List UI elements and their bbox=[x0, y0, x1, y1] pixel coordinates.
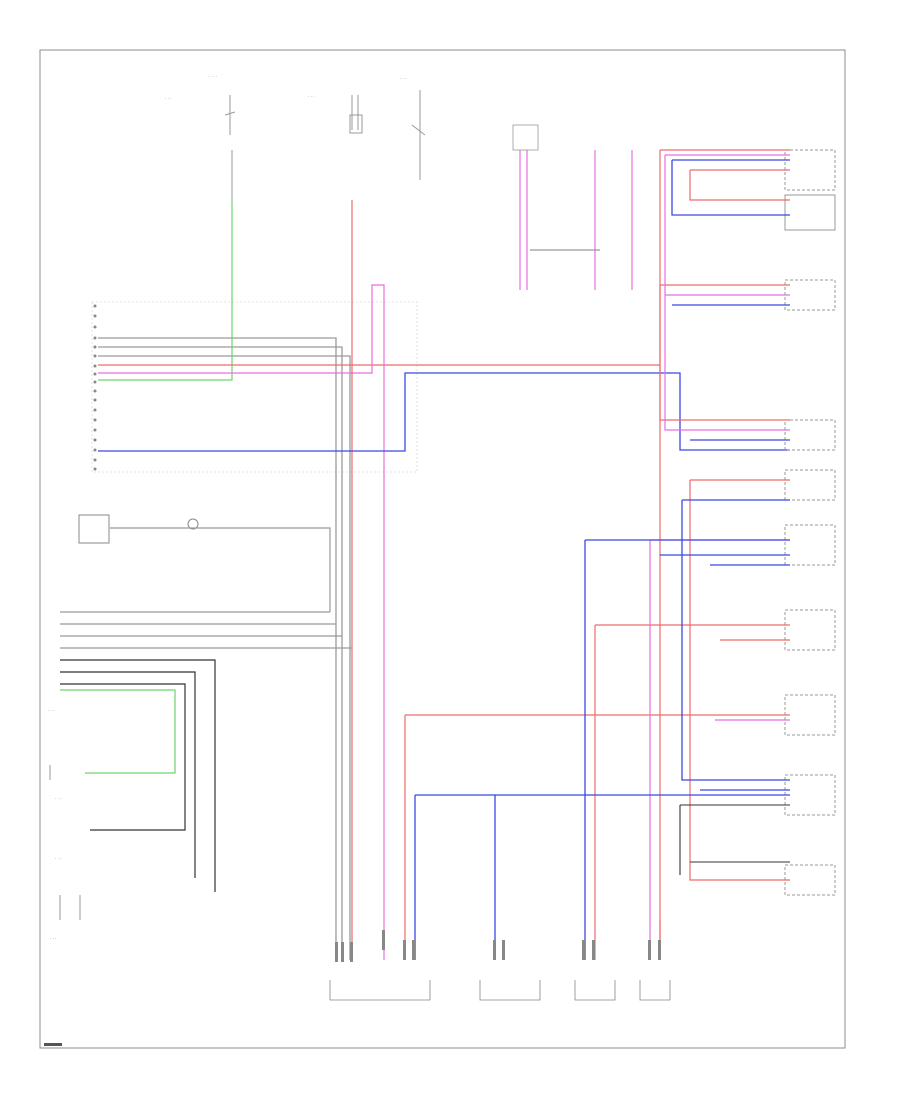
pink-wire-main bbox=[98, 284, 385, 960]
right-red-wires bbox=[404, 149, 790, 960]
svg-text:ᐧ ᐧ ᐧ: ᐧ ᐧ ᐧ bbox=[308, 95, 314, 100]
svg-text:ᐧ ᐧ ᐧ ᐧ: ᐧ ᐧ ᐧ ᐧ bbox=[208, 75, 217, 80]
left-mid-connector bbox=[78, 514, 110, 544]
data-link-connector bbox=[91, 301, 418, 473]
lower-left-components bbox=[49, 765, 81, 920]
dlc-gray-lines bbox=[98, 337, 351, 960]
lower-left-labels: ᐧ ᐧ ᐧ ᐧ ᐧ ᐧ ᐧ ᐧ ᐧ ᐧ ᐧ ᐧ bbox=[48, 709, 61, 942]
svg-text:ᐧ ᐧ ᐧ: ᐧ ᐧ ᐧ bbox=[165, 97, 171, 102]
bottom-connectors bbox=[335, 930, 661, 962]
green-wire-dlc bbox=[98, 200, 233, 381]
right-black-wires bbox=[679, 804, 790, 875]
right-modules bbox=[784, 149, 836, 896]
svg-text:ᐧ ᐧ ᐧ: ᐧ ᐧ ᐧ bbox=[48, 709, 54, 714]
lower-left-bundle bbox=[60, 611, 352, 892]
corner-mark bbox=[44, 1043, 62, 1046]
top-center-wires bbox=[519, 150, 633, 290]
blue-wire-main bbox=[98, 372, 790, 452]
svg-text:ᐧ ᐧ ᐧ: ᐧ ᐧ ᐧ bbox=[55, 797, 61, 802]
top-left-fuses bbox=[224, 90, 426, 180]
bottom-brackets bbox=[329, 980, 671, 1001]
top-left-labels: ᐧ ᐧ ᐧ ᐧ ᐧ ᐧ ᐧ ᐧ ᐧ ᐧ ᐧ ᐧ ᐧ bbox=[165, 75, 406, 102]
svg-text:ᐧ ᐧ ᐧ: ᐧ ᐧ ᐧ bbox=[50, 937, 56, 942]
right-blue-wires bbox=[414, 159, 790, 960]
splice-dot bbox=[187, 518, 199, 530]
right-pink-wires bbox=[649, 154, 790, 960]
svg-text:ᐧ ᐧ ᐧ: ᐧ ᐧ ᐧ bbox=[55, 857, 61, 862]
diagram-frame bbox=[39, 49, 846, 1049]
top-center-connector bbox=[512, 124, 539, 151]
left-mid-gray bbox=[110, 527, 331, 612]
svg-text:ᐧ ᐧ ᐧ: ᐧ ᐧ ᐧ bbox=[400, 77, 406, 82]
